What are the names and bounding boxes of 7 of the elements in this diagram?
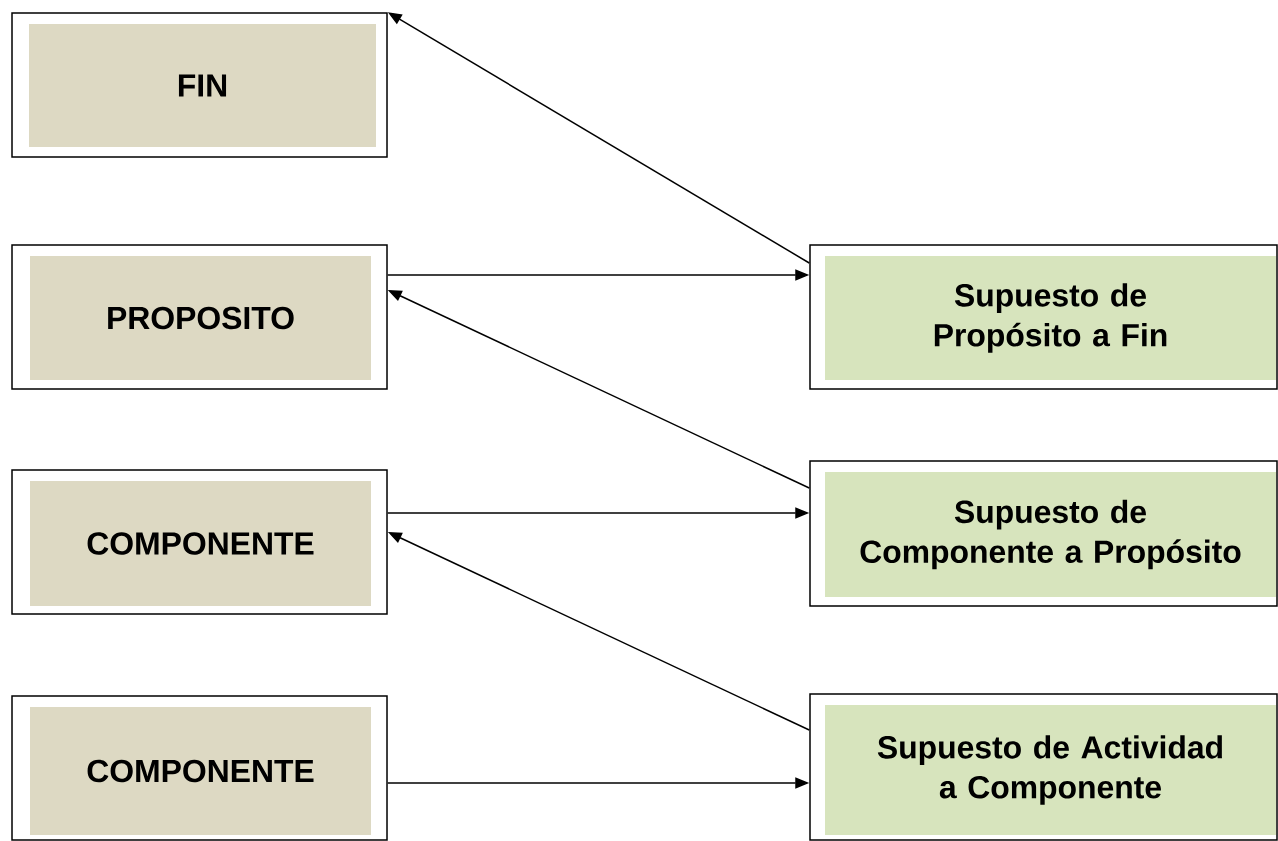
process-box: COMPONENTE — [11, 469, 388, 615]
process-box: FIN — [11, 12, 388, 158]
process-box: Supuesto de Propósito a Fin — [809, 244, 1278, 390]
process-box: COMPONENTE — [11, 695, 388, 841]
process-box: Supuesto de Actividad a Componente — [809, 693, 1278, 841]
process-box: PROPOSITO — [11, 244, 388, 390]
process-box: Supuesto de Componente a Propósito — [809, 460, 1278, 607]
